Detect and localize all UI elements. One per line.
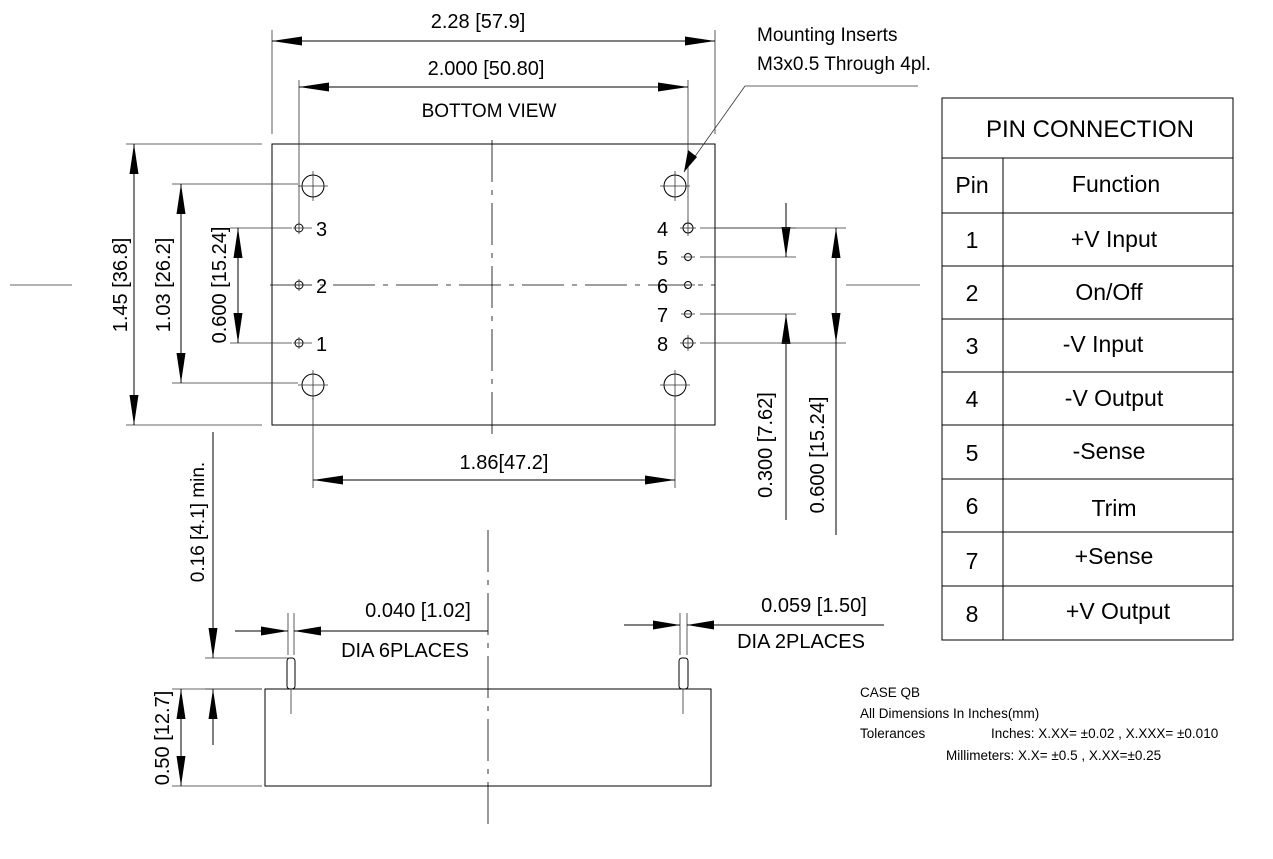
dim-pin-length: 0.16 [4.1] min.: [188, 432, 290, 745]
height-label: 0.50 [12.7]: [152, 691, 174, 786]
insert-vertical-label: 1.03 [26.2]: [153, 238, 175, 333]
tolerance-inches: Inches: X.XX= ±0.02 , X.XXX= ±0.010: [991, 726, 1218, 741]
table-row-1-function: +V Input: [1071, 226, 1158, 252]
table-row-3-pin: 3: [966, 333, 979, 359]
pin-span-label: 2.000 [50.80]: [428, 58, 545, 80]
dim-pin-pitch-left: 0.600 [15.24]: [209, 227, 292, 344]
pitch-600-label: 0.600 [15.24]: [807, 397, 829, 514]
pin-label-1: 1: [316, 334, 327, 356]
pin-label-5: 5: [657, 248, 668, 270]
table-row-8-pin: 8: [966, 601, 979, 627]
pin-dia-large-note: DIA 2PLACES: [737, 631, 865, 653]
units-note: All Dimensions In Inches(mm): [860, 706, 1039, 721]
dim-pitch-300: 0.300 [7.62]: [700, 203, 796, 520]
overall-width-label: 2.28 [57.9]: [431, 11, 526, 33]
pin-connection-table: PIN CONNECTION Pin Function 1 +V Input 2…: [941, 97, 1234, 641]
pin-label-4: 4: [657, 219, 668, 241]
dim-height: 0.50 [12.7]: [152, 688, 262, 787]
pin-length-label: 0.16 [4.1] min.: [188, 462, 209, 582]
pin-label-3: 3: [316, 219, 327, 241]
bottom-view: 3 2 1 4 5 6 7 8: [10, 11, 931, 535]
dim-insert-vertical: 1.03 [26.2]: [153, 183, 298, 384]
pin-label-6: 6: [657, 276, 668, 298]
pin-table-title: PIN CONNECTION: [986, 116, 1194, 143]
pin-label-2: 2: [316, 276, 327, 298]
table-row-2-function: On/Off: [1075, 279, 1143, 305]
tolerances-label: Tolerances: [860, 726, 926, 741]
dim-insert-horizontal: 1.86[47.2]: [312, 398, 676, 488]
table-row-7-function: +Sense: [1075, 543, 1154, 569]
tolerance-mm: Millimeters: X.X= ±0.5 , X.XX=±0.25: [946, 748, 1161, 763]
table-row-4-pin: 4: [966, 386, 979, 412]
pin-table-header-function: Function: [1072, 171, 1160, 197]
mounting-line2: M3x0.5 Through 4pl.: [757, 54, 931, 75]
side-pin-left: [286, 613, 296, 714]
pin-dia-large-label: 0.059 [1.50]: [761, 595, 867, 617]
table-row-5-function: -Sense: [1073, 438, 1146, 464]
tolerance-notes: CASE QB All Dimensions In Inches(mm) Tol…: [860, 685, 1218, 763]
pin-label-7: 7: [657, 305, 668, 327]
dim-pin-dia-large: 0.059 [1.50] DIA 2PLACES: [624, 595, 884, 653]
dim-pin-dia-small: 0.040 [1.02] DIA 6PLACES: [235, 600, 488, 662]
table-row-5-pin: 5: [966, 440, 979, 466]
pitch-300-label: 0.300 [7.62]: [755, 392, 777, 498]
insert-horizontal-label: 1.86[47.2]: [460, 452, 549, 474]
dim-overall-height: 1.45 [36.8]: [110, 143, 262, 426]
mounting-line1: Mounting Inserts: [757, 25, 897, 46]
dim-overall-width: 2.28 [57.9]: [271, 11, 716, 134]
dim-pitch-600: 0.600 [15.24]: [700, 227, 846, 535]
case-label: CASE QB: [860, 685, 920, 700]
table-row-3-function: -V Input: [1063, 331, 1144, 357]
side-view: 0.16 [4.1] min. 0.040 [1.02] DIA 6PLACES…: [152, 432, 884, 832]
table-row-8-function: +V Output: [1066, 598, 1171, 624]
table-row-6-pin: 6: [966, 493, 979, 519]
table-row-1-pin: 1: [966, 227, 979, 253]
mounting-inserts: [298, 171, 690, 400]
pin-pitch-left-label: 0.600 [15.24]: [209, 227, 231, 344]
table-row-2-pin: 2: [966, 280, 979, 306]
overall-height-label: 1.45 [36.8]: [110, 238, 132, 333]
dim-pin-span: 2.000 [50.80]: [298, 58, 689, 224]
pin-dia-small-note: DIA 6PLACES: [341, 640, 469, 662]
case-outline-bottom: [271, 143, 716, 426]
pin-table-header-pin: Pin: [955, 172, 988, 198]
pin-label-8: 8: [657, 334, 668, 356]
pins-right: 4 5 6 7 8: [657, 219, 696, 356]
pins-left: 3 2 1: [293, 219, 327, 356]
table-row-7-pin: 7: [966, 548, 979, 574]
bottom-view-label: BOTTOM VIEW: [422, 101, 557, 122]
table-row-4-function: -V Output: [1065, 385, 1164, 411]
pin-dia-small-label: 0.040 [1.02]: [365, 600, 471, 622]
side-pin-right: [678, 613, 689, 714]
mounting-callout: Mounting Inserts M3x0.5 Through 4pl.: [683, 25, 931, 173]
table-row-6-function: Trim: [1091, 495, 1136, 521]
